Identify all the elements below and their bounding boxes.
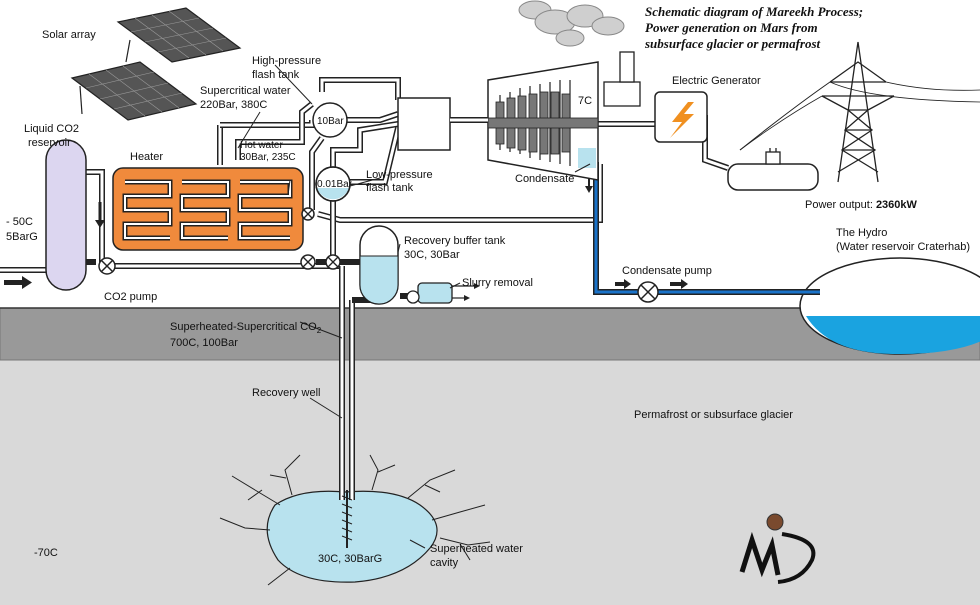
label-recovery-buffer-1: Recovery buffer tank <box>404 235 506 247</box>
slurry-removal-unit <box>406 282 480 304</box>
label-superheated-co2-1: Superheated-Supercritical CO2 <box>170 321 322 335</box>
label-hydro-1: The Hydro <box>836 227 887 239</box>
superheated-co2-subscript: 2 <box>317 326 322 335</box>
label-recovery-well: Recovery well <box>252 387 320 399</box>
label-recovery-buffer-2: 30C, 30Bar <box>404 249 460 261</box>
electric-generator <box>654 91 708 143</box>
superheated-co2-text: Superheated-Supercritical CO <box>170 321 317 333</box>
label-condensate-pump: Condensate pump <box>622 265 712 277</box>
label-co2-pump: CO2 pump <box>104 291 157 303</box>
label-hp-tank-value: 10Bar <box>317 116 344 127</box>
label-cavity-1: Superheated water <box>430 543 523 555</box>
label-supercritical-water-2: 220Bar, 380C <box>200 99 267 111</box>
label-slurry-removal: Slurry removal <box>462 277 533 289</box>
exhaust-cloud <box>518 0 625 47</box>
condensate-pump <box>637 281 659 303</box>
inlet-arrow <box>4 276 32 289</box>
steam-turbine <box>397 51 641 181</box>
label-supercritical-water-1: Supercritical water <box>200 85 291 97</box>
label-temp-minus50: - 50C <box>6 216 33 228</box>
co2-pump <box>98 257 116 275</box>
label-power-output: Power output: 2360kW <box>805 199 918 211</box>
heater <box>112 167 304 251</box>
title-line-3: subsurface glacier or permafrost <box>644 36 821 51</box>
lp-flash-tank <box>315 166 351 202</box>
label-permafrost: Permafrost or subsurface glacier <box>634 409 793 421</box>
pipe-network <box>0 77 729 500</box>
label-liquid-co2-2: reservoir <box>28 137 71 149</box>
condensate-line <box>593 162 820 295</box>
md-logo <box>739 513 816 584</box>
hp-flash-tank <box>312 102 348 138</box>
transformer <box>727 81 831 191</box>
label-ambient-temp: -70C <box>34 547 58 559</box>
recovery-buffer-tank <box>359 225 399 305</box>
title-line-2: Power generation on Mars from <box>645 20 818 35</box>
lp-valve <box>301 207 315 221</box>
label-turbine-temp: 7C <box>578 95 592 107</box>
label-hydro-2: (Water reservoir Craterhab) <box>836 241 970 253</box>
leader-lines <box>237 64 591 549</box>
label-hp-flash-2: flash tank <box>252 69 300 81</box>
label-hp-flash-1: High-pressure <box>252 55 321 67</box>
label-cavity-value: 30C, 30BarG <box>318 553 382 565</box>
title-line-1: Schematic diagram of Mareekh Process; <box>645 4 863 19</box>
superheated-water-cavity <box>219 454 491 586</box>
label-heater: Heater <box>130 151 163 163</box>
power-output-value: 2360kW <box>876 199 918 211</box>
label-solar-array: Solar array <box>42 29 96 41</box>
label-superheated-co2-2: 700C, 100Bar <box>170 337 238 349</box>
label-lp-flash-2: flash tank <box>366 182 414 194</box>
label-5barg: 5BarG <box>6 231 38 243</box>
label-hot-water-2: 30Bar, 235C <box>240 152 296 163</box>
deep-ground <box>0 360 980 605</box>
liquid-co2-reservoir <box>45 139 105 291</box>
recovery-well-drill <box>341 490 353 548</box>
label-hot-water-1: Hot water <box>240 140 283 151</box>
power-pylon <box>739 41 980 183</box>
lightning-bolt-icon <box>670 102 694 138</box>
label-cavity-2: cavity <box>430 557 459 569</box>
label-lp-flash-1: Low-pressure <box>366 169 433 181</box>
hydro-reservoir <box>799 257 980 355</box>
label-liquid-co2-1: Liquid CO2 <box>24 123 79 135</box>
label-lp-tank-value: 0.01Bar <box>317 179 353 190</box>
power-output-label: Power output: <box>805 199 876 211</box>
label-condensate: Condensate <box>515 173 574 185</box>
buffer-valve-2 <box>325 254 341 270</box>
buffer-valve <box>300 254 316 270</box>
solar-array <box>70 7 242 121</box>
label-electric-generator: Electric Generator <box>672 75 761 87</box>
